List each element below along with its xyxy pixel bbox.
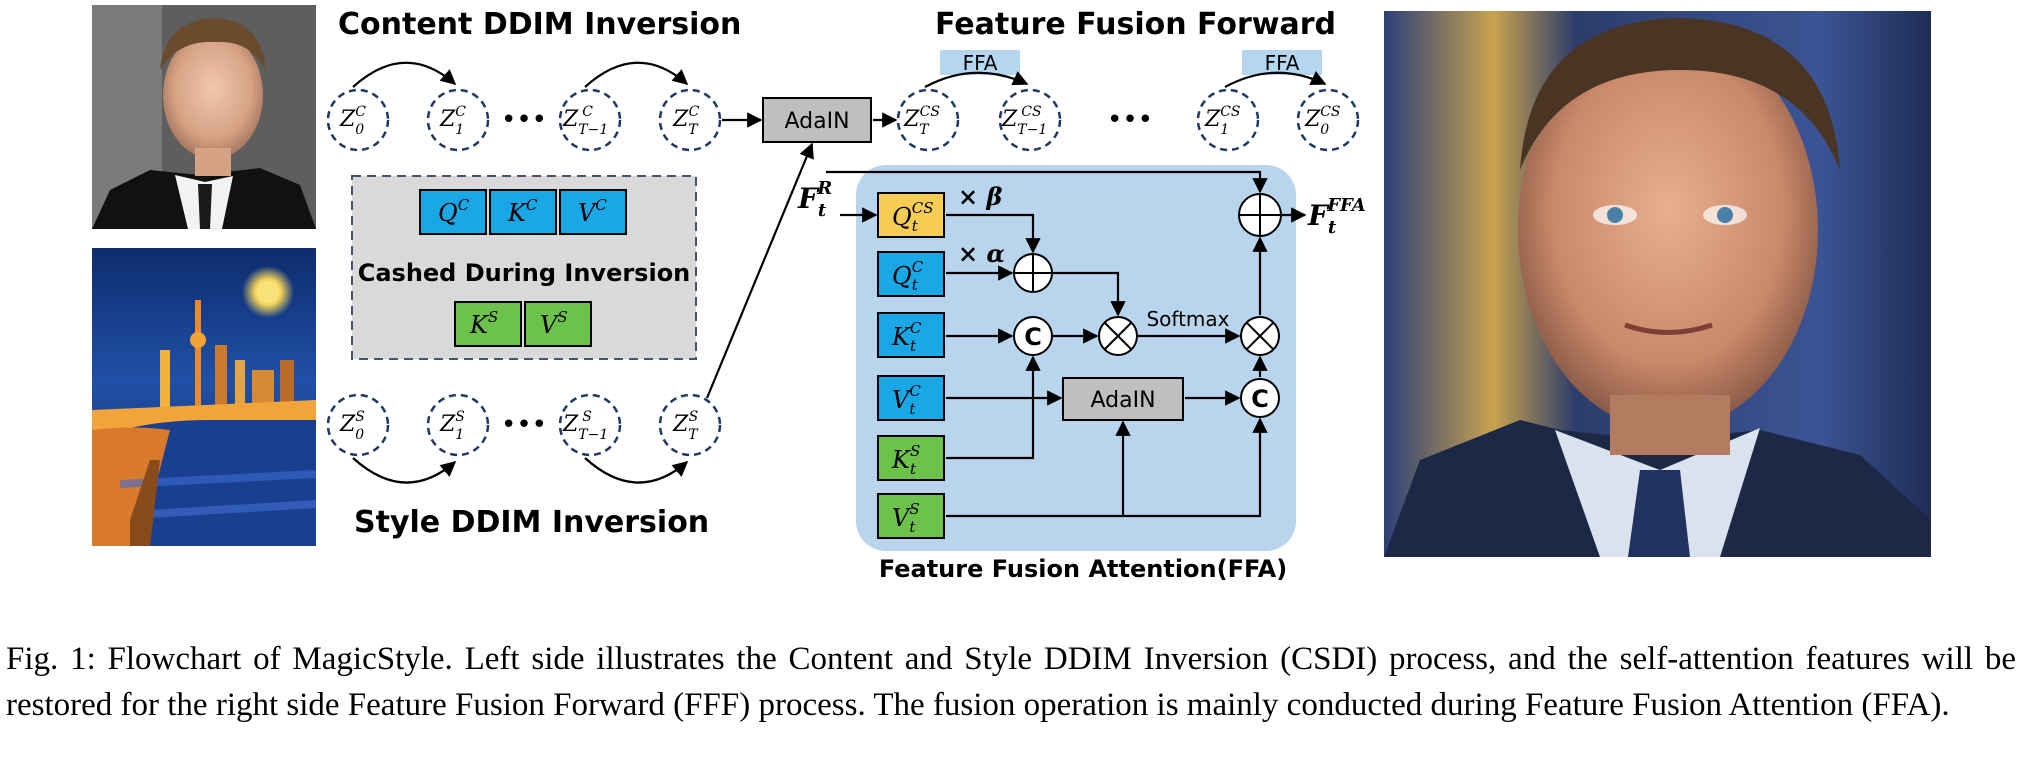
svg-text:KtS: KtS (891, 442, 920, 478)
add-node-output (1238, 193, 1282, 237)
fused-node-T-label: ZTCS (903, 104, 940, 138)
svg-text:FFA: FFA (963, 51, 998, 75)
beta-label: × β (958, 182, 1002, 211)
content-ellipsis: ••• (501, 105, 547, 135)
content-node-1 (426, 88, 490, 152)
adain-inner: AdaIN (1062, 377, 1184, 421)
content-chain: ••• Z0C Z1C ZT−1C ZTC (326, 61, 722, 152)
ffa-block-title: Feature Fusion Attention(FFA) (879, 555, 1287, 583)
style-node-T (658, 393, 722, 457)
content-node-T-label: ZTC (672, 104, 700, 138)
fused-node-1 (1196, 88, 1260, 152)
cache-qc (419, 189, 487, 235)
content-node-0 (326, 88, 390, 152)
svg-text:KS: KS (469, 308, 498, 339)
style-chain: ••• Z0S Z1S ZT−1S ZTS (326, 393, 722, 484)
mult-node-1 (1098, 316, 1138, 356)
svg-text:AdaIN: AdaIN (1090, 388, 1155, 413)
cache-label: Cashed During Inversion (358, 259, 691, 287)
style-image (92, 248, 316, 546)
ffa-input-vc: VtC (877, 375, 945, 421)
fused-node-0-label: Z0CS (1304, 104, 1341, 138)
ffa-input-kc: KtC (877, 312, 945, 358)
svg-text:C: C (1024, 323, 1042, 351)
add-node-1 (1013, 253, 1053, 293)
style-node-T-1 (558, 393, 622, 457)
fused-node-T (896, 88, 960, 152)
ffa-block (856, 165, 1296, 551)
svg-text:QtC: QtC (892, 258, 924, 294)
content-node-T (658, 88, 722, 152)
fused-ellipsis: ••• (1107, 105, 1153, 135)
alpha-label: × α (958, 239, 1005, 268)
fused-node-T-1 (998, 88, 1062, 152)
svg-text:VC: VC (578, 196, 607, 227)
svg-text:VtC: VtC (892, 382, 921, 418)
svg-text:C: C (1251, 385, 1269, 413)
content-inversion-title: Content DDIM Inversion (338, 7, 741, 42)
svg-text:QtCS: QtCS (892, 199, 933, 235)
concat-node-1: C (1013, 316, 1053, 356)
flowchart: Content DDIM Inversion Style DDIM Invers… (92, 5, 1931, 583)
output-image (1384, 11, 1931, 557)
fused-node-0 (1296, 88, 1360, 152)
style-node-1 (426, 393, 490, 457)
content-image (92, 5, 316, 229)
softmax-label: Softmax (1146, 307, 1229, 331)
style-node-T-1-label: ZT−1S (562, 409, 608, 443)
ffa-input-ks: KtS (877, 435, 945, 481)
svg-text:VS: VS (540, 308, 568, 339)
fused-node-T-1-label: ZT−1CS (1001, 104, 1047, 138)
style-node-1-label: Z1S (439, 409, 465, 443)
cache-kc (489, 189, 557, 235)
output-feature-label: FtFFA (1307, 195, 1366, 238)
input-feature-label: FtR (797, 178, 832, 221)
ffa-tag-2: FFA (1242, 50, 1322, 75)
svg-text:VtS: VtS (892, 500, 920, 536)
content-node-0-label: Z0C (339, 104, 366, 138)
ffa-input-qcs: QtCS (877, 192, 945, 238)
svg-text:KC: KC (507, 196, 538, 227)
cache-vs (524, 301, 592, 347)
ffa-input-vs: VtS (877, 493, 945, 539)
style-inversion-title: Style DDIM Inversion (354, 505, 709, 540)
style-node-T-label: ZTS (672, 409, 699, 443)
cache-ks (454, 301, 522, 347)
adain-top: AdaIN (762, 97, 872, 143)
svg-text:KtC: KtC (891, 319, 922, 355)
cache-box: QC KC VC Cashed During Inversion KS VS (351, 175, 697, 360)
fusion-forward-title: Feature Fusion Forward (935, 7, 1336, 42)
content-node-T-1 (558, 88, 622, 152)
figure-caption: Fig. 1: Flowchart of MagicStyle. Left si… (6, 641, 2016, 723)
concat-node-2: C (1240, 378, 1280, 418)
style-node-0-label: Z0S (339, 409, 365, 443)
style-ellipsis: ••• (501, 410, 547, 440)
style-node-0 (326, 393, 390, 457)
content-node-T-1-label: ZT−1C (562, 104, 608, 138)
cache-vc (559, 189, 627, 235)
ffa-tag-1: FFA (940, 50, 1020, 75)
svg-text:FFA: FFA (1265, 51, 1300, 75)
mult-node-2 (1240, 316, 1280, 356)
fused-chain: ••• ZTCS ZT−1CS Z1CS Z0CS (896, 71, 1360, 152)
svg-text:AdaIN: AdaIN (784, 109, 849, 134)
svg-text:QC: QC (438, 196, 470, 227)
content-node-1-label: Z1C (439, 104, 466, 138)
ffa-input-qc: QtC (877, 251, 945, 297)
fused-node-1-label: Z1CS (1204, 104, 1241, 138)
